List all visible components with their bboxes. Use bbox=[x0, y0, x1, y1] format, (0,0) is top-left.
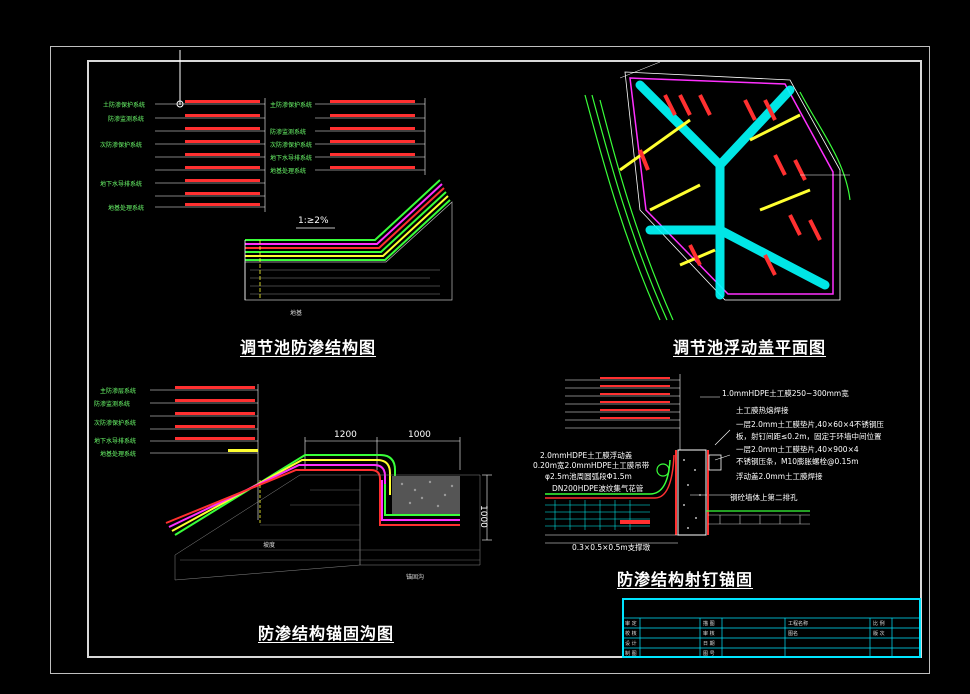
d4-note: 0.20m宽2.0mmHDPE土工膜吊带 bbox=[533, 461, 650, 470]
dimension-a: 1200 bbox=[334, 430, 357, 440]
dimension-b: 1000 bbox=[408, 430, 431, 440]
d1-left-label: 土防渗保护系统 bbox=[103, 102, 146, 109]
d3-left-label: 主防渗层系统 bbox=[100, 388, 137, 395]
d4-note: 不锈钢压条，M10膨胀螺栓@0.15m bbox=[736, 457, 859, 466]
anchor-trench-title: 防渗结构锚固沟图 bbox=[258, 624, 395, 643]
drawing-outer-frame bbox=[50, 46, 930, 674]
d4-note: 0.3×0.5×0.5m支撑墩 bbox=[572, 543, 651, 552]
d3-left-label: 地基处理系统 bbox=[100, 451, 137, 458]
d4-note: 浮动盖2.0mm土工膜焊接 bbox=[736, 472, 823, 481]
d4-note: 一层2.0mm土工膜垫片,40×900×4 bbox=[736, 445, 859, 454]
d3-left-label: 次防渗保护系统 bbox=[94, 420, 137, 427]
d4-note: 2.0mmHDPE土工膜浮动盖 bbox=[540, 451, 633, 460]
d4-note: φ2.5m池周圆弧段Φ1.5m bbox=[545, 472, 632, 481]
d1-left-label: 次防渗保护系统 bbox=[100, 142, 143, 149]
tb-cell: 描 图 bbox=[703, 621, 715, 627]
d1-left-label: 地基处理系统 bbox=[108, 205, 145, 212]
d1-right-label: 地基处理系统 bbox=[270, 168, 307, 175]
slope-note: 坡度 bbox=[263, 542, 276, 549]
trench-label: 锚固沟 bbox=[406, 574, 425, 581]
d1-right-label: 主防渗保护系统 bbox=[270, 102, 313, 109]
title-block-grid bbox=[623, 617, 920, 658]
tb-cell: 审 定 bbox=[625, 621, 637, 627]
d4-note: 钢砼墙体上第二排孔 bbox=[730, 493, 798, 502]
tb-cell: 工程名称 bbox=[788, 621, 809, 627]
tb-cell: 校 核 bbox=[625, 631, 637, 637]
anchor-trench-diagram bbox=[150, 384, 492, 581]
liner-section-title: 调节池防渗结构图 bbox=[240, 338, 377, 357]
d4-note: 1.0mmHDPE土工膜250~300mm宽 bbox=[722, 389, 849, 398]
tb-cell: 日 期 bbox=[703, 641, 715, 647]
d3-left-label: 防渗监测系统 bbox=[94, 401, 131, 408]
tb-cell: 制 图 bbox=[625, 651, 637, 657]
nail-anchoring-title: 防渗结构射钉锚固 bbox=[617, 570, 754, 589]
d4-note: 板，射钉间距≤0.2m，固定于环墙中间位置 bbox=[736, 432, 882, 441]
d4-note: DN200HDPE波纹集气花管 bbox=[552, 484, 644, 493]
d4-note: 土工膜热熔焊接 bbox=[736, 406, 789, 415]
dimension-vertical: 1000 bbox=[478, 505, 488, 528]
d4-note: 一层2.0mm土工膜垫片,40×60×4不锈钢压 bbox=[736, 420, 884, 429]
tb-cell: 图名 bbox=[788, 631, 799, 637]
drawing-inner-frame bbox=[87, 60, 922, 658]
liner-section-diagram bbox=[155, 50, 453, 301]
d1-right-label: 次防渗保护系统 bbox=[270, 142, 313, 149]
d1-right-label: 防渗监测系统 bbox=[270, 129, 307, 136]
d1-right-label: 地下水导排系统 bbox=[270, 155, 313, 162]
tb-cell: 审 核 bbox=[703, 631, 715, 637]
d1-left-label: 防渗监测系统 bbox=[108, 116, 145, 123]
tb-cell: 比 例 bbox=[873, 621, 885, 627]
floating-cover-plan-title: 调节池浮动盖平面图 bbox=[673, 338, 827, 357]
floating-cover-plan-diagram bbox=[584, 61, 851, 321]
base-label: 地基 bbox=[290, 310, 303, 317]
d3-left-label: 地下水导排系统 bbox=[94, 438, 137, 445]
tb-cell: 版 次 bbox=[873, 631, 885, 637]
title-block bbox=[622, 598, 921, 658]
tb-cell: 设 计 bbox=[625, 641, 637, 647]
d1-left-label: 地下水导排系统 bbox=[100, 181, 143, 188]
tb-cell: 图 号 bbox=[703, 651, 715, 657]
nail-anchoring-diagram bbox=[545, 374, 810, 544]
slope-label: 1:≥2% bbox=[298, 216, 329, 226]
